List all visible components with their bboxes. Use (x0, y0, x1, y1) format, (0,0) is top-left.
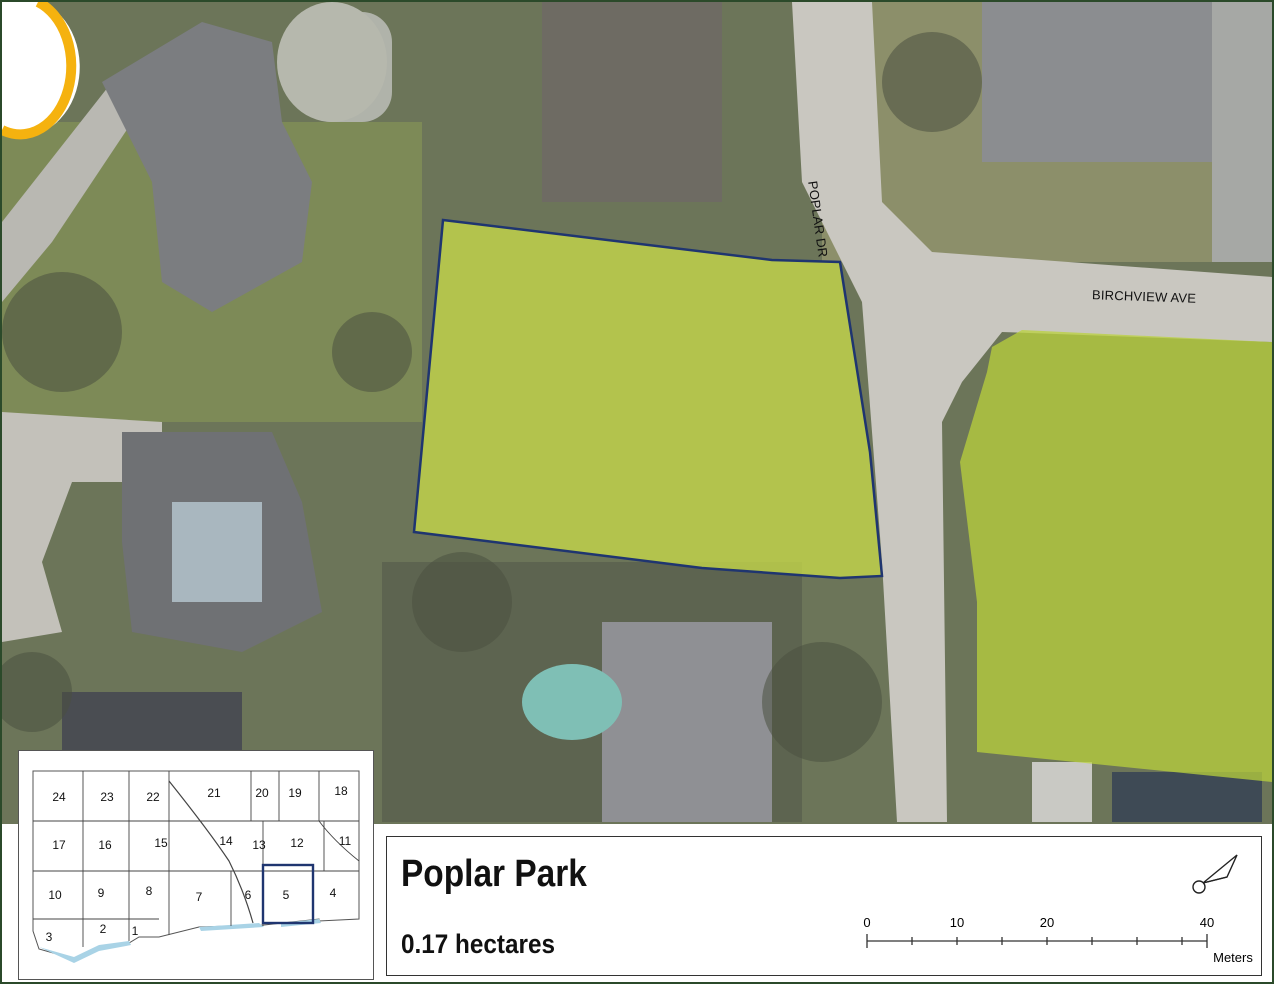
inset-cell-label-10: 10 (48, 888, 62, 902)
inset-cell-label-2: 2 (100, 922, 107, 936)
scale-tick-label: 0 (863, 915, 870, 930)
park-title: Poplar Park (401, 853, 587, 895)
inset-cell-label-11: 11 (339, 834, 352, 848)
inset-cell-label-6: 6 (245, 888, 252, 902)
corner-badge-ring (2, 2, 77, 140)
inset-cell-label-5: 5 (283, 888, 290, 902)
inset-cell-label-15: 15 (154, 836, 168, 850)
building-roofs (62, 2, 1272, 822)
inset-cell-label-19: 19 (288, 786, 302, 800)
scale-tick-label: 10 (950, 915, 964, 930)
inset-cell-label-23: 23 (100, 790, 114, 804)
inset-cell-label-22: 22 (146, 790, 160, 804)
highlighted-cell (261, 863, 315, 925)
inset-cell-label-3: 3 (46, 930, 53, 944)
inset-cell-label-4: 4 (330, 886, 337, 900)
park-boundary-neighbor (960, 330, 1272, 782)
scale-bar: 0 10 20 40 Meters (863, 915, 1253, 965)
inset-cell-label-16: 16 (98, 838, 112, 852)
inset-cell-label-18: 18 (334, 784, 348, 798)
title-panel: Poplar Park 0.17 hectares 0 10 20 40 Met… (386, 836, 1262, 976)
inset-cell-label-17: 17 (52, 838, 66, 852)
pool (522, 664, 622, 740)
north-arrow-icon (1192, 854, 1238, 894)
inset-cell-label-24: 24 (52, 790, 66, 804)
park-area-text: 0.17 hectares (401, 929, 556, 959)
inset-cell-label-20: 20 (255, 786, 269, 800)
road-surface (792, 2, 1272, 822)
inset-cell-label-13: 13 (252, 838, 266, 852)
scale-unit-label: Meters (1213, 950, 1253, 965)
inset-cell-label-21: 21 (207, 786, 221, 800)
scale-tick-label: 40 (1200, 915, 1214, 930)
park-boundary-poplar (412, 218, 884, 580)
scale-tick-label: 20 (1040, 915, 1054, 930)
inset-cell-label-9: 9 (98, 886, 105, 900)
inset-cell-label-14: 14 (219, 834, 233, 848)
inset-cell-label-12: 12 (290, 836, 304, 850)
inset-cell-label-7: 7 (196, 890, 203, 904)
inset-cell-label-8: 8 (146, 884, 153, 898)
inset-cell-label-1: 1 (132, 924, 139, 938)
